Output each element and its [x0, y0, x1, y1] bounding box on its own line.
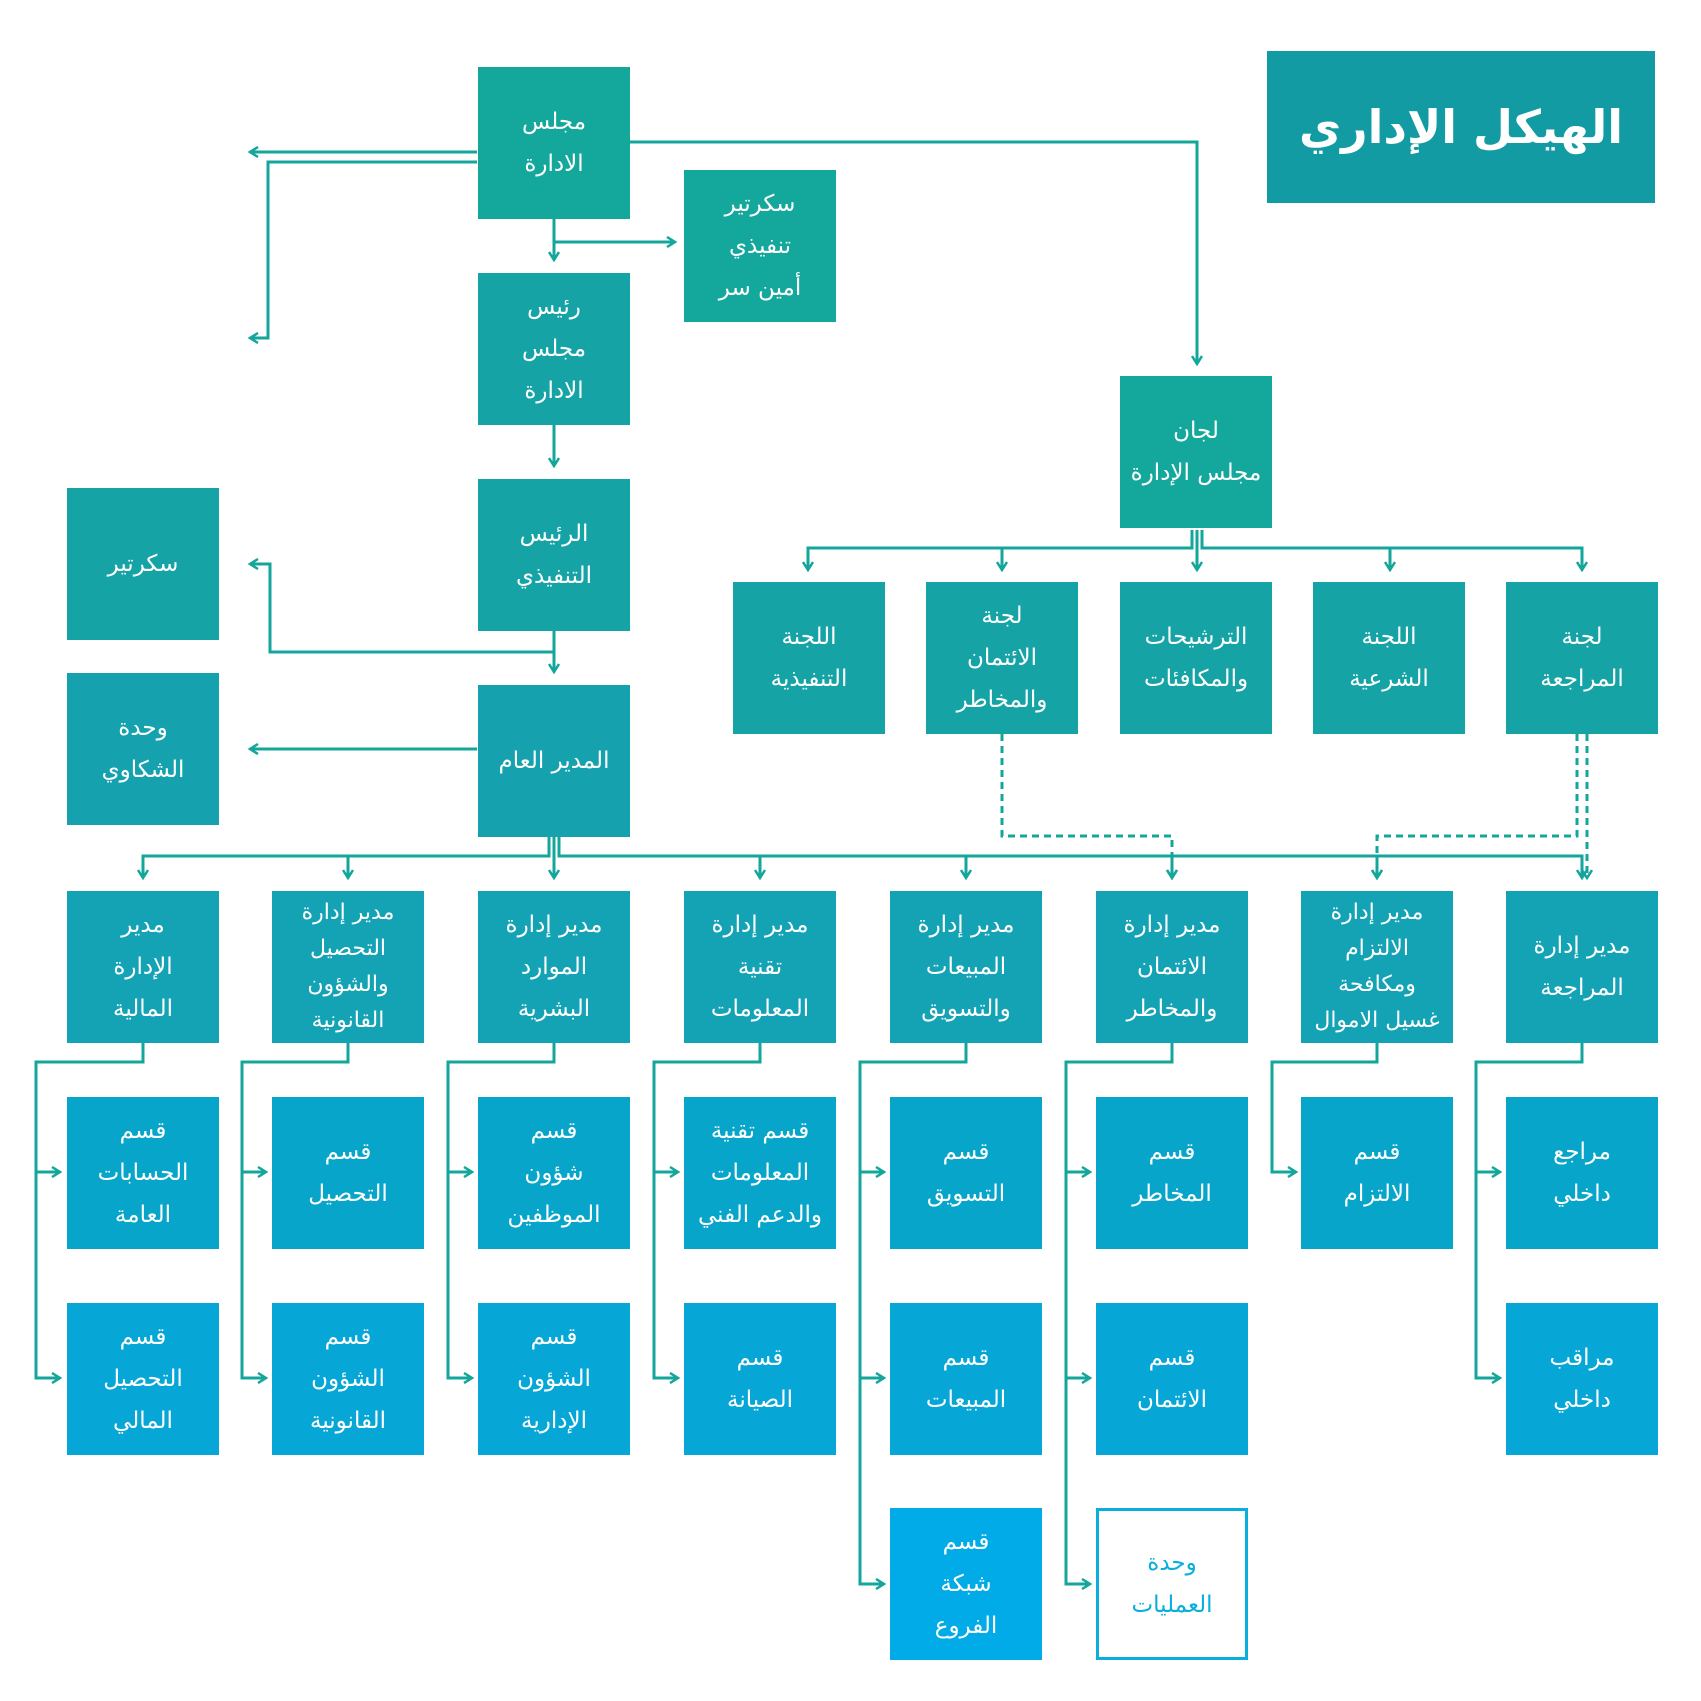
internal-controller-box: مراقب داخلي [1506, 1303, 1658, 1455]
sharia-committee-label: اللجنة الشرعية [1349, 624, 1429, 692]
executive-committee-box: اللجنة التنفيذية [733, 582, 885, 734]
branches-dept-label: قسم شبكة الفروع [934, 1529, 998, 1639]
connector-dashed-audit-compliance [1377, 734, 1579, 878]
credit-manager-box: مدير إدارة الائتمان والمخاطر [1096, 891, 1248, 1043]
sales-manager-box: مدير إدارة المبيعات والتسويق [890, 891, 1042, 1043]
general-manager-box: المدير العام [478, 685, 630, 837]
financial-collection-dept-label: قسم التحصيل المالي [103, 1324, 183, 1434]
executive-secretary-box: سكرتير تنفيذي أمين سر [684, 170, 836, 322]
risk-dept-label: قسم المخاطر [1132, 1139, 1212, 1207]
branches-dept-box: قسم شبكة الفروع [890, 1508, 1042, 1660]
board-committees-label: لجان مجلس الإدارة [1130, 418, 1262, 486]
collection-manager-label: مدير إدارة التحصيل والشؤون القانونية [301, 900, 395, 1033]
chairman-box: رئيس مجلس الادارة [478, 273, 630, 425]
connector-ceo-secretary [250, 564, 554, 654]
connector-board-left-2 [250, 160, 477, 338]
secretary-box: سكرتير [67, 488, 219, 640]
board-committees-box: لجان مجلس الإدارة [1120, 376, 1272, 528]
nominations-committee-label: الترشيحات والمكافئات [1143, 624, 1249, 692]
connector-audit-depts [1474, 1042, 1584, 1378]
general-accounts-dept-label: قسم الحسابات العامة [97, 1118, 189, 1228]
admin-affairs-dept-label: قسم الشؤون الإدارية [517, 1324, 591, 1434]
credit-dept-label: قسم الائتمان [1136, 1345, 1208, 1413]
hr-manager-box: مدير إدارة الموارد البشرية [478, 891, 630, 1043]
chairman-label: رئيس مجلس الادارة [521, 294, 587, 404]
sharia-committee-box: اللجنة الشرعية [1313, 582, 1465, 734]
internal-auditor-box: مراجع داخلي [1506, 1097, 1658, 1249]
audit-manager-label: مدير إدارة المراجعة [1533, 933, 1631, 1001]
legal-affairs-dept-label: قسم الشؤون القانونية [310, 1324, 386, 1434]
credit-risk-committee-label: لجنة الائتمان والمخاطر [956, 603, 1048, 713]
connector-gm-bus-left [143, 836, 551, 878]
finance-manager-label: مدير الإدارة المالية [113, 912, 173, 1022]
sales-dept-box: قسم المبيعات [890, 1303, 1042, 1455]
maintenance-dept-box: قسم الصيانة [684, 1303, 836, 1455]
collection-dept-box: قسم التحصيل [272, 1097, 424, 1249]
staff-affairs-dept-box: قسم شؤون الموظفين [478, 1097, 630, 1249]
admin-affairs-dept-box: قسم الشؤون الإدارية [478, 1303, 630, 1455]
sales-dept-label: قسم المبيعات [925, 1345, 1007, 1413]
connector-committees-sharia-audit [1200, 530, 1582, 570]
it-manager-label: مدير إدارة تقنية المعلومات [710, 912, 810, 1022]
financial-collection-dept-box: قسم التحصيل المالي [67, 1303, 219, 1455]
connector-hr-depts [446, 1042, 556, 1378]
marketing-dept-box: قسم التسويق [890, 1097, 1042, 1249]
internal-controller-label: مراقب داخلي [1549, 1345, 1615, 1413]
credit-risk-committee-box: لجنة الائتمان والمخاطر [926, 582, 1078, 734]
connector-dashed-credit-committee [1000, 734, 1172, 878]
connector-gm-bus-right [557, 836, 1582, 878]
credit-dept-box: قسم الائتمان [1096, 1303, 1248, 1455]
nominations-committee-box: الترشيحات والمكافئات [1120, 582, 1272, 734]
audit-committee-label: لجنة المراجعة [1540, 624, 1624, 692]
connector-sales-depts [858, 1042, 968, 1584]
sales-manager-label: مدير إدارة المبيعات والتسويق [917, 912, 1015, 1022]
staff-affairs-dept-label: قسم شؤون الموظفين [507, 1118, 601, 1228]
connector-compliance-depts [1270, 1042, 1379, 1172]
connector-finance-depts [34, 1042, 145, 1378]
maintenance-dept-label: قسم الصيانة [726, 1345, 794, 1413]
operations-unit-box: وحدة العمليات [1096, 1508, 1248, 1660]
ceo-label: الرئيس التنفيذي [516, 521, 592, 589]
compliance-manager-box: مدير إدارة الالتزام ومكافحة غسيل الاموال [1301, 891, 1453, 1043]
credit-manager-label: مدير إدارة الائتمان والمخاطر [1123, 912, 1221, 1022]
marketing-dept-label: قسم التسويق [926, 1139, 1006, 1207]
executive-secretary-label: سكرتير تنفيذي أمين سر [718, 191, 802, 301]
legal-affairs-dept-box: قسم الشؤون القانونية [272, 1303, 424, 1455]
hr-manager-label: مدير إدارة الموارد البشرية [505, 912, 603, 1022]
it-support-dept-box: قسم تقنية المعلومات والدعم الفني [684, 1097, 836, 1249]
complaints-unit-label: وحدة الشكاوي [101, 715, 185, 783]
internal-auditor-label: مراجع داخلي [1553, 1139, 1611, 1207]
executive-committee-label: اللجنة التنفيذية [770, 624, 848, 692]
compliance-dept-box: قسم الالتزام [1301, 1097, 1453, 1249]
complaints-unit-box: وحدة الشكاوي [67, 673, 219, 825]
board-box: مجلس الادارة [478, 67, 630, 219]
general-manager-label: المدير العام [498, 748, 610, 774]
audit-committee-box: لجنة المراجعة [1506, 582, 1658, 734]
audit-manager-box: مدير إدارة المراجعة [1506, 891, 1658, 1043]
secretary-label: سكرتير [107, 551, 179, 577]
it-manager-box: مدير إدارة تقنية المعلومات [684, 891, 836, 1043]
it-support-dept-label: قسم تقنية المعلومات والدعم الفني [697, 1118, 823, 1228]
board-label: مجلس الادارة [521, 109, 587, 177]
operations-unit-label: وحدة العمليات [1131, 1550, 1213, 1618]
connector-credit-depts [1064, 1042, 1174, 1584]
compliance-dept-label: قسم الالتزام [1343, 1139, 1411, 1207]
compliance-manager-label: مدير إدارة الالتزام ومكافحة غسيل الاموال [1314, 900, 1440, 1033]
ceo-box: الرئيس التنفيذي [478, 479, 630, 631]
risk-dept-box: قسم المخاطر [1096, 1097, 1248, 1249]
collection-manager-box: مدير إدارة التحصيل والشؤون القانونية [272, 891, 424, 1043]
connector-board-committees [630, 140, 1197, 364]
collection-dept-label: قسم التحصيل [308, 1139, 388, 1207]
finance-manager-box: مدير الإدارة المالية [67, 891, 219, 1043]
connector-committees-bus [808, 530, 1194, 570]
general-accounts-dept-box: قسم الحسابات العامة [67, 1097, 219, 1249]
connector-it-depts [652, 1042, 762, 1378]
page-title: الهيكل الإداري [1267, 51, 1655, 203]
connector-collection-depts [240, 1042, 350, 1378]
